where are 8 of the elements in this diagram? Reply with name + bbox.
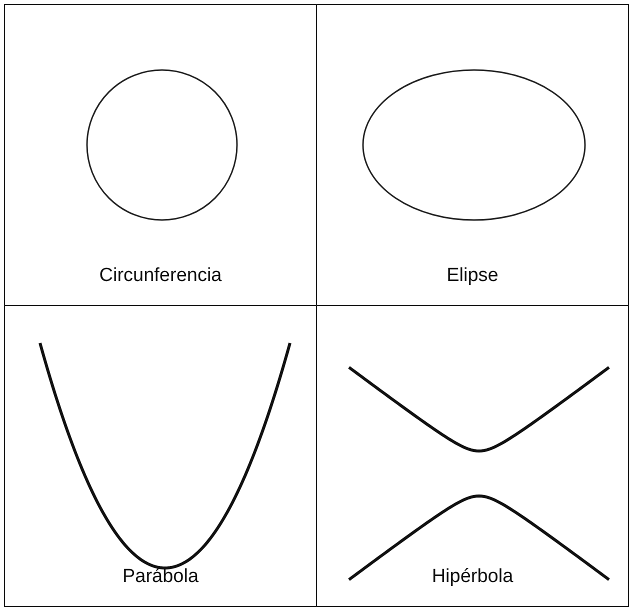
curve-label: Circunferencia (99, 265, 222, 287)
curve-label: Parábola (122, 566, 199, 588)
grid-cell (316, 305, 629, 607)
grid-cell (4, 4, 317, 306)
curve-label: Elipse (446, 265, 498, 287)
grid-cell (4, 305, 317, 607)
curve-label: Hipérbola (432, 566, 514, 588)
grid-cell (316, 4, 629, 306)
